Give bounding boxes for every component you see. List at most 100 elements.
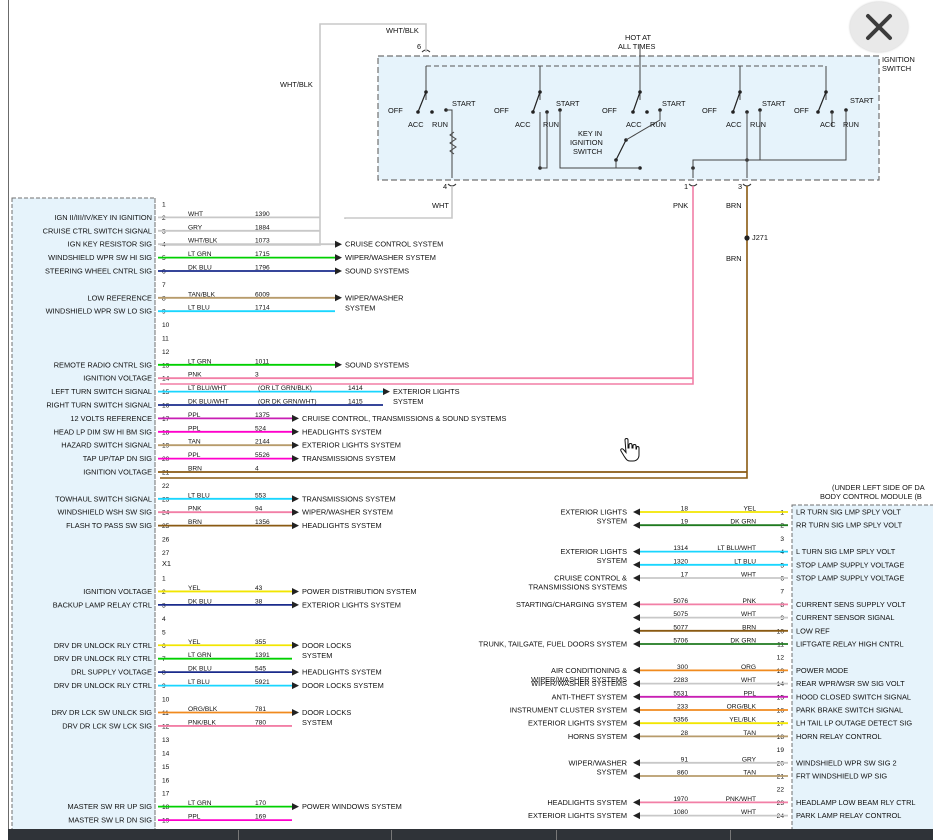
wire-color-label: GRY — [742, 756, 757, 763]
wire-color-label: DK GRN — [730, 638, 756, 645]
signal-label: PARK LAMP RELAY CONTROL — [796, 811, 901, 820]
signal-label: REMOTE RADIO CNTRL SIG — [54, 360, 153, 369]
destination-label: EXTERIOR LIGHTS SYSTEM — [302, 600, 401, 609]
pin-number: 18 — [162, 429, 170, 436]
wire-color-label: PNK — [188, 506, 202, 513]
arrow-icon — [335, 294, 342, 302]
pin-number: 8 — [780, 602, 784, 609]
signal-label: TOWHAUL SWITCH SIGNAL — [55, 494, 152, 503]
arrow-icon — [292, 508, 299, 516]
wire-color-label: DK BLU — [188, 666, 212, 673]
bottom-toolbar[interactable] — [8, 829, 933, 840]
destination-label: WIPER/WASHER SYSTEM — [345, 253, 436, 262]
pin-number: 13 — [162, 362, 170, 369]
connector-x1-label: X1 — [162, 559, 171, 568]
pin-number: 12 — [162, 349, 170, 356]
signal-label: BACKUP LAMP RELAY CTRL — [53, 600, 152, 609]
arrow-icon — [633, 759, 640, 767]
acc-label-4: ACC — [726, 120, 742, 129]
pin-number: 5 — [162, 255, 166, 262]
wire-color-label: WHT — [741, 809, 756, 816]
circuit-number: 545 — [255, 666, 266, 673]
destination-label: DOOR LOCKS — [302, 641, 351, 650]
wire-color-label: TAN — [743, 770, 756, 777]
pin-number: 9 — [162, 309, 166, 316]
source-label: WIPER/WASHER SYSTEMS — [531, 675, 627, 684]
close-button[interactable] — [850, 2, 908, 52]
off-label-4: OFF — [702, 106, 717, 115]
circuit-number: 781 — [255, 706, 266, 713]
arrow-icon — [633, 548, 640, 556]
circuit-number: 170 — [255, 800, 266, 807]
circuit-number: 91 — [681, 756, 689, 763]
pin-number: 15 — [162, 764, 170, 771]
pin-number: 11 — [777, 642, 784, 649]
wire-color-label: YEL — [188, 585, 201, 592]
destination-label: SOUND SYSTEMS — [345, 360, 409, 369]
wire-color-label: WHT — [741, 572, 756, 579]
pin-number: 5 — [780, 562, 784, 569]
run-label-1: RUN — [432, 120, 448, 129]
run-label-2: RUN — [543, 120, 559, 129]
destination-label: CRUISE CONTROL, TRANSMISSIONS & SOUND SY… — [302, 414, 506, 423]
signal-label: FLASH TO PASS SW SIG — [66, 521, 152, 530]
arrow-icon — [292, 587, 299, 595]
wire-color-label: PPL — [744, 690, 757, 697]
off-label-1: OFF — [388, 106, 403, 115]
pin-number: 13 — [162, 737, 170, 744]
pin-number: 3 — [162, 228, 166, 235]
signal-label: DRL SUPPLY VOLTAGE — [71, 668, 152, 677]
signal-label: HEAD LP DIM SW HI BM SIG — [54, 427, 153, 436]
pin-number: 15 — [162, 389, 170, 396]
pin-number: 10 — [162, 322, 170, 329]
circuit-number: 6009 — [255, 291, 270, 298]
circuit-number: 1714 — [255, 305, 270, 312]
destination-label: DOOR LOCKS SYSTEM — [302, 681, 384, 690]
arrow-icon — [633, 561, 640, 569]
ignition-switch-title-2: SWITCH — [882, 64, 911, 73]
circuit-number: 5921 — [255, 679, 270, 686]
signal-label: STOP LAMP SUPPLY VOLTAGE — [796, 560, 904, 569]
pin-number: 1 — [162, 202, 166, 209]
signal-label: L TURN SIG LMP SPLY VOLT — [796, 547, 896, 556]
acc-label-2: ACC — [515, 120, 531, 129]
arrow-icon — [292, 414, 299, 422]
circuit-number: 1414 — [348, 385, 363, 392]
destination-label: EXTERIOR LIGHTS — [393, 387, 460, 396]
arrow-icon — [633, 772, 640, 780]
signal-label: RIGHT TURN SWITCH SIGNAL — [46, 401, 152, 410]
pin-number: 14 — [162, 376, 170, 383]
start-label-4: START — [762, 99, 786, 108]
pin-number: 1 — [780, 510, 784, 517]
pin-number: 5 — [162, 629, 166, 636]
signal-label: LEFT TURN SWITCH SIGNAL — [51, 387, 152, 396]
key-in-label-2: IGNITION — [570, 138, 603, 147]
source-label: HORNS SYSTEM — [568, 732, 627, 741]
wire-brn-pin3-label: BRN — [726, 201, 742, 210]
circuit-number: 28 — [681, 730, 689, 737]
signal-label: PARK BRAKE SWITCH SIGNAL — [796, 706, 903, 715]
arrow-icon — [292, 441, 299, 449]
signal-label: LIFTGATE RELAY HIGH CNTRL — [796, 640, 904, 649]
hot-at-all-times-1: HOT AT — [625, 33, 651, 42]
signal-label: LR TURN SIG LMP SPLY VOLT — [796, 508, 901, 517]
arrow-icon — [292, 455, 299, 463]
pin-number: 17 — [777, 721, 785, 728]
destination-label: TRANSMISSIONS SYSTEM — [302, 494, 396, 503]
arrow-icon — [292, 428, 299, 436]
source-label: INSTRUMENT CLUSTER SYSTEM — [510, 706, 627, 715]
circuit-number: 355 — [255, 639, 266, 646]
signal-label: LOW REF — [796, 626, 830, 635]
pin-number: 17 — [162, 416, 170, 423]
pin-number: 3 — [780, 536, 784, 543]
wire-wht-blk-top-label: WHT/BLK — [386, 26, 419, 35]
circuit-number: 5356 — [673, 717, 688, 724]
pin-number: 3 — [162, 602, 166, 609]
source-label: EXTERIOR LIGHTS SYSTEM — [528, 719, 627, 728]
pin-number: 4 — [780, 549, 784, 556]
pin-number: 11 — [162, 710, 169, 717]
wire-color-label: GRY — [188, 224, 203, 231]
circuit-number: 18 — [681, 506, 689, 513]
